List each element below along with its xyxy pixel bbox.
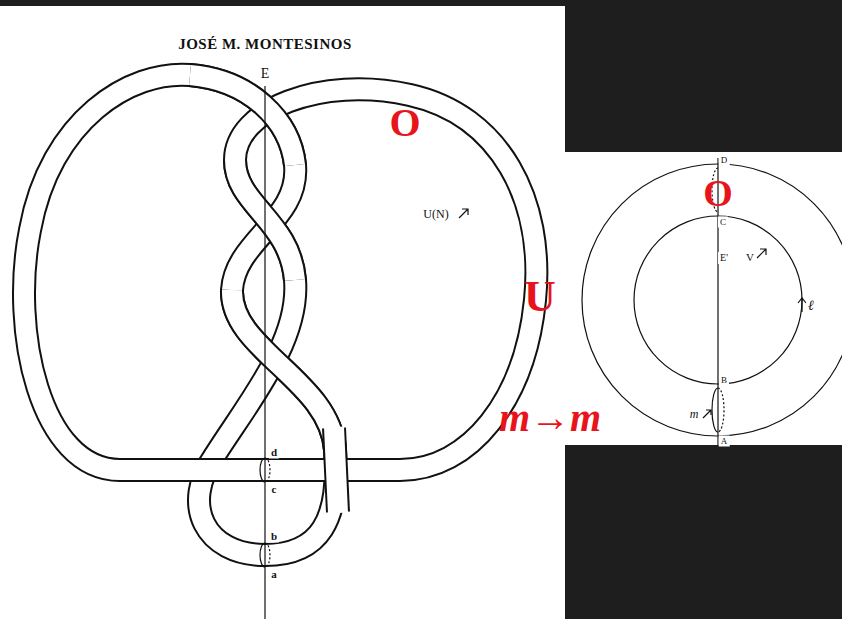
knot-tube xyxy=(24,75,536,555)
torus-label: V xyxy=(744,251,756,264)
point-label: B xyxy=(719,375,729,386)
point-label: d xyxy=(269,446,279,459)
axis-label: E' xyxy=(718,252,730,264)
solid-torus xyxy=(582,158,842,445)
axis-line xyxy=(264,86,265,619)
point-label: a xyxy=(269,568,279,581)
point-label: c xyxy=(270,483,279,496)
dark-panel xyxy=(565,0,842,152)
meridian-label: m xyxy=(688,407,701,421)
point-label: A xyxy=(719,436,730,447)
tube-label: U(N) xyxy=(421,207,450,221)
annotation-note: m→m xyxy=(499,398,601,438)
annulus-ground xyxy=(565,152,842,445)
axis-label: E xyxy=(259,66,272,82)
annotation-mark: O xyxy=(389,103,420,143)
dark-strip xyxy=(0,0,565,6)
longitude-label: ℓ xyxy=(806,298,816,314)
orientation-arrow xyxy=(459,209,468,218)
author-title: JOSÉ M. MONTESINOS xyxy=(176,36,354,53)
point-label: b xyxy=(269,530,279,543)
meridian-disc xyxy=(260,458,270,567)
dark-panel xyxy=(565,445,842,619)
point-label: C xyxy=(718,217,728,228)
point-label: D xyxy=(719,155,730,166)
annotation-mark: O xyxy=(703,174,733,212)
annotation-letter: U xyxy=(524,275,556,319)
